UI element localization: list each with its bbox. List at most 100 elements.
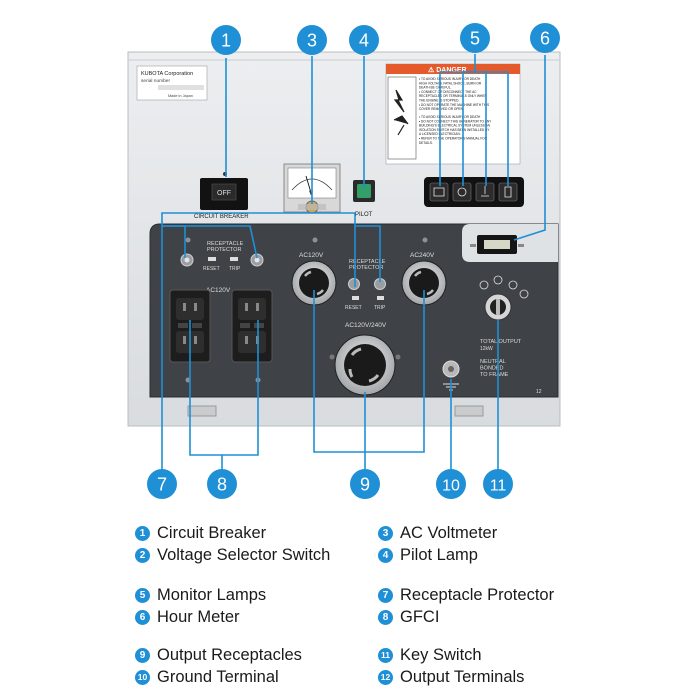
legend-label: Key Switch xyxy=(400,646,482,664)
legend-number-badge: 7 xyxy=(378,588,393,603)
legend-number-badge: 2 xyxy=(135,548,150,563)
legend-label: Circuit Breaker xyxy=(157,524,267,542)
danger-block1-line: RECEPTACLES OR TERMINALS ONLY WHEN xyxy=(419,94,487,98)
pilot-label: PILOT xyxy=(355,212,373,218)
circuit-breaker[interactable]: OFF xyxy=(200,172,248,210)
callout-number: 1 xyxy=(221,31,231,51)
total-output-label: TOTAL OUTPUT xyxy=(480,339,522,345)
danger-block1-line: • DO NOT OPERATE THE MACHINE WITH THIS xyxy=(419,103,489,107)
panel-number: 12 xyxy=(536,389,542,395)
legend-item-6: 6 Hour Meter xyxy=(135,608,240,627)
panel-latches xyxy=(187,405,484,417)
generator-control-panel-diagram: KUBOTA Corporation serial number Made in… xyxy=(127,23,561,499)
gfci-receptacle-right[interactable] xyxy=(231,289,273,363)
legend-item-1: 1 Circuit Breaker xyxy=(135,524,266,543)
legend-number-badge: 1 xyxy=(135,526,150,541)
pilot-lamp: PILOT xyxy=(353,180,375,218)
legend-label: Output Terminals xyxy=(400,668,525,686)
total-output-value: 12kW xyxy=(480,346,493,352)
callout-number: 4 xyxy=(359,31,369,51)
callout-10: 10 xyxy=(436,469,466,499)
danger-block1-line: HIGH VOLTAGE FATAL SHOCK, BURN OR xyxy=(419,81,482,85)
danger-header: ⚠ DANGER xyxy=(428,66,467,74)
nameplate: KUBOTA Corporation serial number Made in… xyxy=(136,65,208,101)
fuel-level-icon xyxy=(504,186,512,198)
nameplate-line1: KUBOTA Corporation xyxy=(141,71,193,77)
coolant-temperature-icon xyxy=(481,186,489,197)
callout-number: 3 xyxy=(307,31,317,51)
ac120v-gfci-label: AC120V xyxy=(206,287,231,294)
legend-number-badge: 10 xyxy=(135,670,150,685)
ac120-240v-label: AC120V/240V xyxy=(345,322,387,329)
danger-label: ⚠ DANGER • TO AVOID SERIOUS INJURY OR DE… xyxy=(385,63,521,165)
nameplate-line3: Made in Japan xyxy=(168,94,193,98)
legend-item-2: 2 Voltage Selector Switch xyxy=(135,546,330,565)
legend-number-badge: 5 xyxy=(135,588,150,603)
receptacle-protector-left[interactable] xyxy=(180,253,264,267)
oil-pressure-icon xyxy=(457,187,467,197)
trip-left: TRIP xyxy=(229,266,241,272)
breaker-off-text: OFF xyxy=(217,190,231,197)
legend-label: AC Voltmeter xyxy=(400,524,498,542)
danger-block2-line: BUILDING'S ELECTRICAL SYSTEM UNLESS AN xyxy=(419,124,491,128)
callout-number: 10 xyxy=(442,478,460,495)
reset-left: RESET xyxy=(203,266,220,272)
danger-block2-line: DETAILS. xyxy=(419,141,433,145)
monitor-lamps xyxy=(424,177,524,207)
legend-label: GFCI xyxy=(400,608,440,626)
ac240v-twistlock-receptacle[interactable] xyxy=(401,260,447,306)
callout-number: 9 xyxy=(360,475,370,495)
callout-6: 6 xyxy=(530,23,560,53)
electrocution-warning-icon xyxy=(393,89,409,136)
danger-block2-line: • TO AVOID SERIOUS INJURY OR DEATH xyxy=(419,115,481,119)
danger-block2-line: ISOLATION SWITCH HAS BEEN INSTALLED BY xyxy=(419,128,490,132)
legend-number-badge: 3 xyxy=(378,526,393,541)
hour-meter xyxy=(470,235,524,254)
legend-number-badge: 6 xyxy=(135,610,150,625)
callout-3: 3 xyxy=(297,25,327,55)
ac120v-receptacle-label: AC120V xyxy=(299,252,324,259)
legend: 1 Circuit Breaker 2 Voltage Selector Switch… xyxy=(0,520,700,700)
legend-number-badge: 11 xyxy=(378,648,393,663)
callout-8: 8 xyxy=(207,469,237,499)
callout-11: 11 xyxy=(483,469,513,499)
voltmeter-unit: V xyxy=(309,191,313,197)
breaker-label: CIRCUIT BREAKER xyxy=(194,214,249,220)
callout-number: 11 xyxy=(490,478,507,495)
callout-7: 7 xyxy=(147,469,177,499)
callout-number: 6 xyxy=(540,29,550,49)
nameplate-line2: serial number xyxy=(141,78,170,84)
reset-mid: RESET xyxy=(345,305,362,311)
legend-label: Ground Terminal xyxy=(157,668,279,686)
legend-number-badge: 12 xyxy=(378,670,393,685)
legend-label: Monitor Lamps xyxy=(157,586,267,604)
danger-block1-line: DEATH BE CAREFUL. xyxy=(419,86,451,90)
receptacle-protector-mid[interactable] xyxy=(348,278,386,301)
ac120v-twistlock-receptacle[interactable] xyxy=(291,260,337,306)
danger-block2-line: • REFER TO THE OPERATOR'S MANUAL FOR xyxy=(419,137,488,141)
battery-charge-icon xyxy=(433,187,445,197)
danger-block2-line: • DO NOT CONNECT THIS GENERATOR TO ANY xyxy=(419,119,492,123)
ac120-240v-twistlock-receptacle[interactable] xyxy=(334,334,396,396)
callout-number: 5 xyxy=(470,29,480,49)
ac240v-label: AC240V xyxy=(410,252,435,259)
legend-item-4: 4 Pilot Lamp xyxy=(378,546,478,565)
callout-4: 4 xyxy=(349,25,379,55)
danger-block1-line: • CONNECT OR DISCONNECT THE AC xyxy=(419,90,477,94)
legend-label: Hour Meter xyxy=(157,608,240,626)
legend-item-10: 10 Ground Terminal xyxy=(135,668,279,687)
legend-label: Voltage Selector Switch xyxy=(157,546,331,564)
callout-number: 7 xyxy=(157,475,167,495)
trip-mid: TRIP xyxy=(374,305,386,311)
danger-block1-line: COVER REMOVED OR OPEN. xyxy=(419,107,464,111)
callout-badges: 1 3 4 5 6 7 8 9 10 11 xyxy=(147,23,560,499)
legend-label: Pilot Lamp xyxy=(400,546,478,564)
legend-label: Output Receptacles xyxy=(157,646,302,664)
callout-9: 9 xyxy=(350,469,380,499)
legend-item-11: 11 Key Switch xyxy=(378,646,482,665)
legend-number-badge: 4 xyxy=(378,548,393,563)
